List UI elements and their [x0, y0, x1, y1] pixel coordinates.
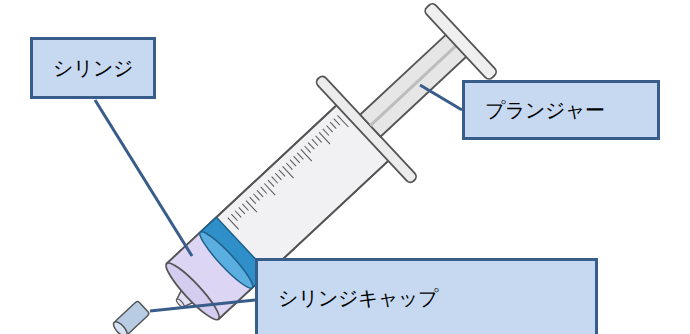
scale-tick: [268, 180, 274, 187]
scale-tick: [235, 211, 241, 218]
scale-tick: [286, 163, 292, 170]
scale-tick: [316, 136, 322, 143]
scale-tick: [330, 122, 336, 129]
scale-tick: [257, 190, 263, 197]
plunger-rod: [360, 34, 467, 136]
scale-tick: [334, 119, 340, 126]
cap-end: [111, 320, 129, 334]
scale-tick: [279, 170, 285, 177]
leader-line: [95, 100, 192, 256]
scale-tick: [275, 173, 281, 180]
scale-tick: [323, 129, 329, 136]
label-box: シリンジ: [30, 37, 156, 99]
scale-tick: [239, 207, 245, 214]
scale-tick: [305, 146, 311, 153]
scale-tick: [250, 197, 256, 204]
scale-tick: [326, 126, 332, 133]
scale-tick: [272, 177, 278, 184]
part-label: プランジャー: [485, 98, 605, 122]
plunger-rib: [370, 45, 456, 125]
scale-tick: [312, 139, 318, 146]
syringe-cap: [111, 301, 150, 334]
scale-tick: [297, 153, 303, 160]
label-box: プランジャー: [462, 80, 660, 140]
scale-tick: [301, 149, 312, 161]
scale-tick: [290, 160, 296, 167]
scale-tick: [283, 166, 294, 178]
scale-tick: [308, 143, 314, 150]
scale-tick: [242, 204, 248, 211]
scale-tick: [228, 218, 239, 230]
barrel-edge: [167, 104, 338, 264]
label-box: シリンジキャップ: [255, 258, 598, 334]
scale-tick: [294, 156, 300, 163]
scale-tick: [319, 132, 330, 144]
scale-tick: [253, 194, 259, 201]
barrel-end: [161, 258, 225, 324]
part-label: シリンジキャップ: [278, 286, 438, 310]
part-label: シリンジ: [53, 56, 133, 80]
scale-tick: [261, 187, 267, 194]
stopper-face: [195, 227, 257, 292]
scale-ticks: [228, 115, 349, 229]
scale-tick: [231, 214, 237, 221]
leader-line: [150, 300, 255, 311]
scale-tick: [246, 201, 257, 213]
thumb-press: [423, 2, 498, 81]
leader-line: [420, 85, 462, 110]
scale-tick: [264, 183, 275, 195]
